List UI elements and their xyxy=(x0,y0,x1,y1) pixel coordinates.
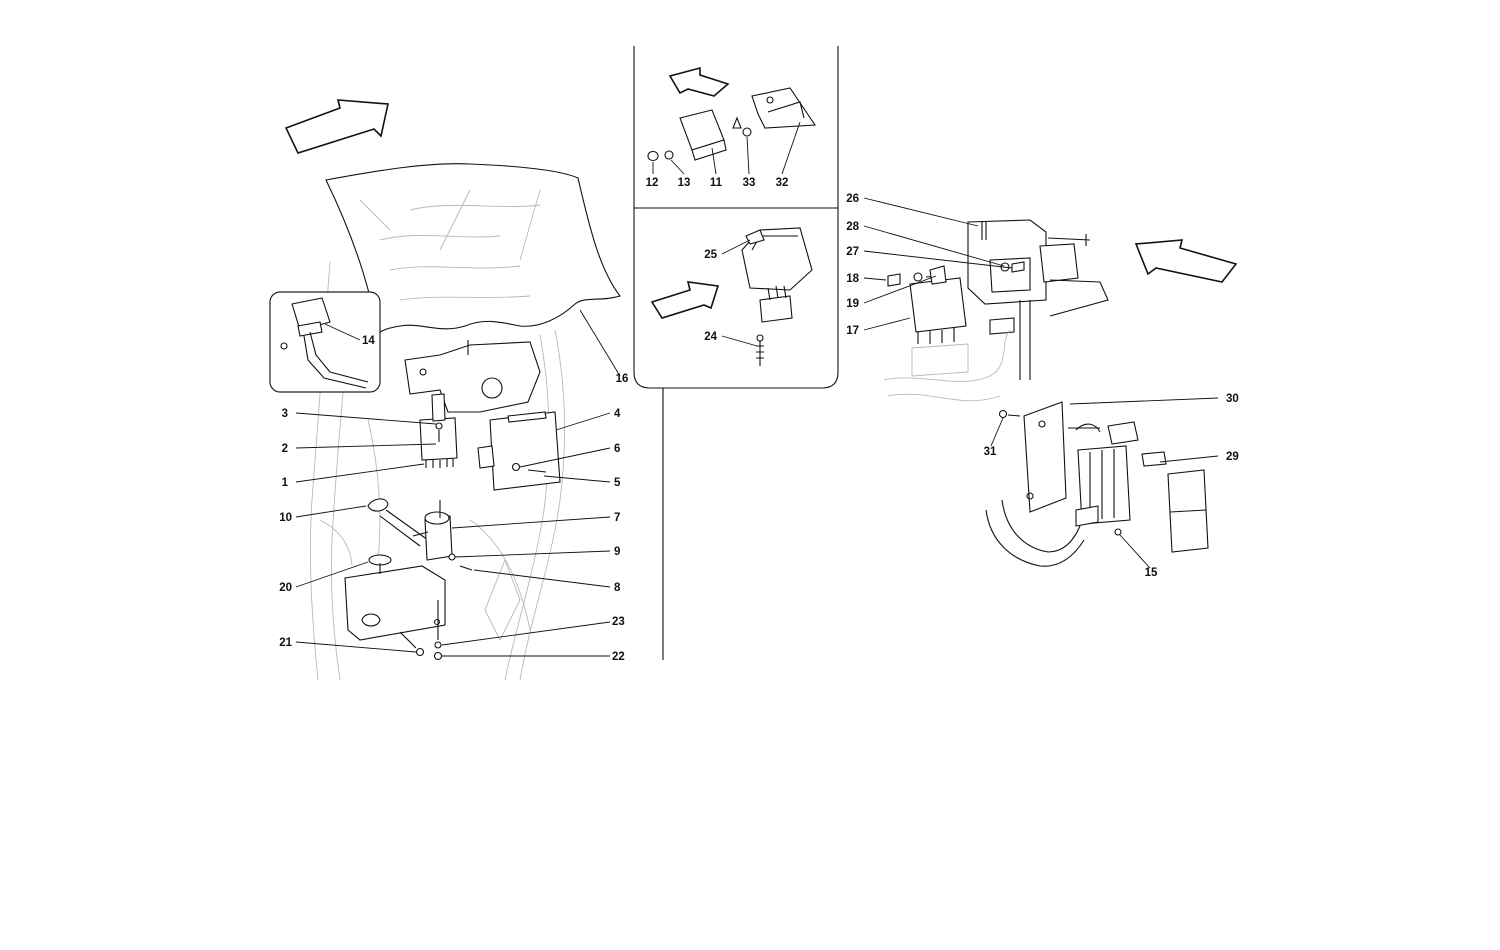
callout-labels: 1 2 3 4 5 6 7 8 9 10 11 12 13 14 15 16 1… xyxy=(279,177,1239,663)
callout-19: 19 xyxy=(846,298,859,310)
bracket-plate xyxy=(404,340,541,413)
front-direction-arrow-icon xyxy=(284,99,389,154)
leader-lines xyxy=(295,121,1219,657)
callout-16: 16 xyxy=(616,373,629,385)
callout-24: 24 xyxy=(704,331,717,343)
callout-14: 14 xyxy=(362,335,375,347)
callout-20: 20 xyxy=(279,582,292,594)
callout-10: 10 xyxy=(279,512,292,524)
inset-panel-14 xyxy=(269,291,381,393)
callout-5: 5 xyxy=(614,477,621,489)
callout-17: 17 xyxy=(846,325,859,337)
callout-13: 13 xyxy=(678,177,691,189)
callout-6: 6 xyxy=(614,443,620,455)
right-lower-assembly xyxy=(985,401,1209,567)
dashboard-cover-16 xyxy=(325,163,621,336)
callout-32: 32 xyxy=(776,177,789,189)
front-direction-arrow-icon-inset-mid xyxy=(650,281,720,319)
front-direction-arrow-icon-right xyxy=(1134,239,1238,283)
callout-18: 18 xyxy=(846,273,859,285)
callout-8: 8 xyxy=(614,582,621,594)
callout-3: 3 xyxy=(282,408,288,420)
panel-dividers xyxy=(633,46,839,660)
callout-11: 11 xyxy=(710,177,723,189)
callout-27: 27 xyxy=(846,246,859,258)
callout-1: 1 xyxy=(282,477,289,489)
callout-15: 15 xyxy=(1145,567,1158,579)
callout-25: 25 xyxy=(704,249,717,261)
callout-26: 26 xyxy=(846,193,859,205)
switch-7 xyxy=(412,500,473,571)
callout-12: 12 xyxy=(646,177,659,189)
inset-sensor-bracket xyxy=(741,227,813,366)
bracket-strap-10 xyxy=(367,498,429,547)
callout-21: 21 xyxy=(279,637,292,649)
callout-9: 9 xyxy=(614,546,620,558)
callout-2: 2 xyxy=(282,443,288,455)
callout-29: 29 xyxy=(1226,451,1239,463)
callout-33: 33 xyxy=(743,177,756,189)
callout-4: 4 xyxy=(614,408,621,420)
control-unit-4 xyxy=(477,411,561,491)
callout-28: 28 xyxy=(846,221,859,233)
relay-unit-1 xyxy=(419,393,458,468)
right-upper-assembly xyxy=(883,219,1109,402)
callout-30: 30 xyxy=(1226,393,1239,405)
callout-22: 22 xyxy=(612,651,625,663)
callout-23: 23 xyxy=(612,616,625,628)
callout-7: 7 xyxy=(614,512,620,524)
inset-relay-bracket xyxy=(647,87,816,162)
callout-31: 31 xyxy=(984,446,997,458)
front-direction-arrow-icon-inset-top xyxy=(668,66,730,97)
cover-box-20 xyxy=(344,554,446,661)
